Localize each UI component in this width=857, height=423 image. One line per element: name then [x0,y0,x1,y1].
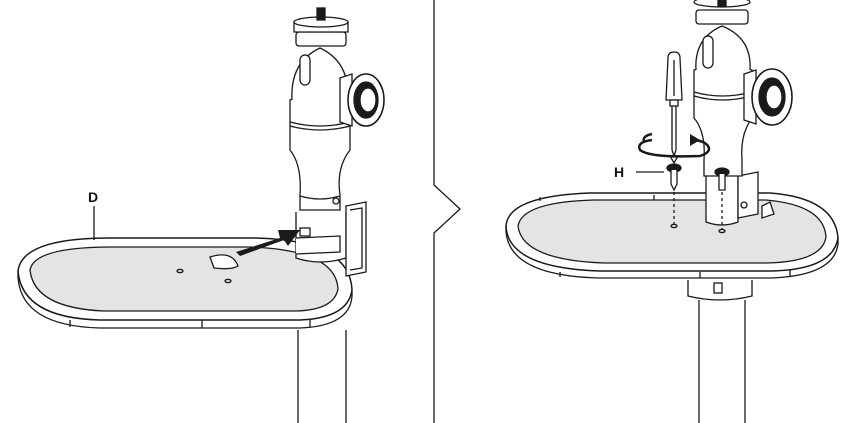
label-h: H [614,164,624,180]
left-panel: D [17,7,385,423]
ball-head-left [289,7,385,211]
pole-right [687,280,753,423]
bracket-left [295,201,367,277]
label-d: D [88,189,98,205]
tray-right [505,192,839,279]
screw-installed [714,167,730,230]
pole-left [297,330,347,423]
screwdriver-icon [665,51,683,165]
panel-divider [433,0,461,423]
rotation-arrow-icon [638,132,711,158]
screw-h [636,163,682,224]
right-panel: H [505,0,839,423]
push-arrow-icon [236,230,300,256]
tray-left [17,237,353,329]
